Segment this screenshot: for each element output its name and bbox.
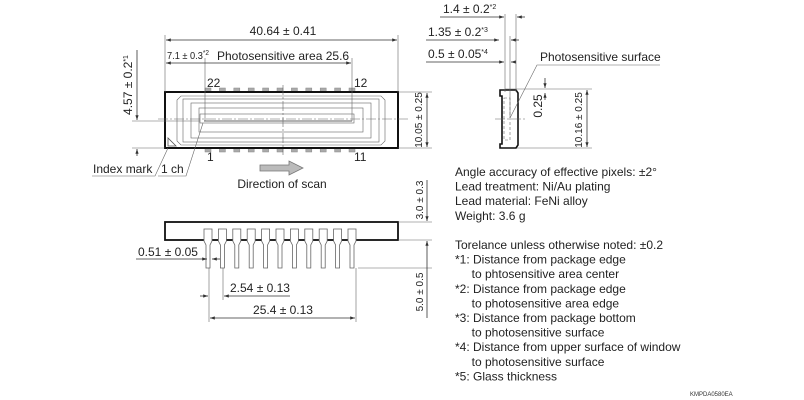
body-height-label: 3.0 ± 0.3 [415, 180, 426, 219]
lead [347, 228, 357, 269]
drawing-code: KMPDA0580EA [690, 392, 733, 398]
lead [290, 228, 299, 269]
note-line: Torelance unless otherwise noted: ±0.2 [455, 238, 663, 252]
top-view: 40.64 ± 0.41 7.1 ± 0.3*2 Photosensitive … [92, 24, 432, 191]
front-leads [203, 228, 357, 269]
scan-direction-label: Direction of scan [237, 177, 326, 191]
note-line: Lead treatment: Ni/Au plating [455, 180, 610, 194]
chip-inner [198, 107, 364, 133]
note-line: *3: Distance from package bottom [455, 311, 636, 325]
lead [275, 228, 285, 269]
photosensitive-area-label: Photosensitive area 25.6 [217, 49, 349, 63]
width-label: 10.05 ± 0.25 [414, 92, 425, 148]
glass-label: 0.25 [531, 94, 545, 118]
note-line: to photosensitive surface [455, 326, 605, 340]
package-outline [164, 91, 399, 149]
pin-11-label: 11 [354, 150, 367, 164]
side-width-label: 10.16 ± 0.25 [574, 92, 585, 148]
dim-b-label: 1.35 ± 0.2*3 [428, 25, 488, 39]
lead [203, 228, 213, 269]
index-mark-leader [92, 147, 169, 177]
first-channel-leader [158, 122, 204, 177]
surface-label: Photosensitive surface [540, 50, 661, 64]
lead [232, 228, 242, 269]
first-channel-label: 1 ch [161, 162, 184, 176]
front-view: 3.0 ± 0.3 5.0 ± 0.5 0.51 ± 0.05 2.54 ± 0… [136, 180, 432, 322]
pin-1-label: 1 [207, 150, 214, 164]
note-line: *4: Distance from upper surface of windo… [455, 340, 681, 354]
index-mark-label: Index mark [93, 162, 153, 176]
span-label: 25.4 ± 0.13 [253, 303, 313, 317]
lead [261, 228, 270, 269]
dim-a-label: 1.4 ± 0.2*2 [443, 2, 496, 16]
note-line: Lead material: FeNi alloy [455, 194, 588, 208]
note-line: to phtosensitive area center [455, 267, 619, 281]
photosensitive-area [199, 113, 355, 124]
pin-22-label: 22 [207, 76, 221, 90]
window-frame [176, 95, 386, 146]
note-line: *5: Glass thickness [455, 369, 557, 383]
dim-c-label: 0.5 ± 0.05*4 [428, 47, 488, 61]
pitch-label: 2.54 ± 0.13 [230, 281, 290, 295]
lead [218, 228, 227, 269]
surface-leader [509, 64, 660, 119]
notes: Angle accuracy of effective pixels: ±2°L… [455, 165, 681, 383]
lead [304, 228, 314, 269]
overall-length-label: 40.64 ± 0.41 [250, 24, 317, 38]
note-line: to photosensitive surface [455, 355, 605, 369]
edge-offset-label: 7.1 ± 0.3*2 [167, 50, 209, 62]
note-line: Weight: 3.6 g [455, 209, 526, 223]
lead [318, 228, 328, 269]
height-offset-label: 4.57 ± 0.2*1 [121, 55, 135, 115]
note-line: Angle accuracy of effective pixels: ±2° [455, 165, 657, 179]
index-mark [167, 137, 177, 147]
chip-outline [190, 102, 372, 139]
side-view: 1.4 ± 0.2*2 1.35 ± 0.2*3 0.5 ± 0.05*4 Ph… [426, 2, 661, 149]
note-line: to photosensitive area edge [455, 296, 619, 310]
note-line: *1: Distance from package edge [455, 253, 626, 267]
note-line: *2: Distance from package edge [455, 282, 626, 296]
lead-width-label: 0.51 ± 0.05 [138, 245, 198, 259]
lead [333, 228, 342, 269]
pin-12-label: 12 [354, 76, 368, 90]
window-inner [182, 98, 380, 143]
lead-length-label: 5.0 ± 0.5 [415, 272, 426, 311]
lead [246, 228, 256, 269]
scan-direction-arrow-icon [259, 160, 304, 176]
